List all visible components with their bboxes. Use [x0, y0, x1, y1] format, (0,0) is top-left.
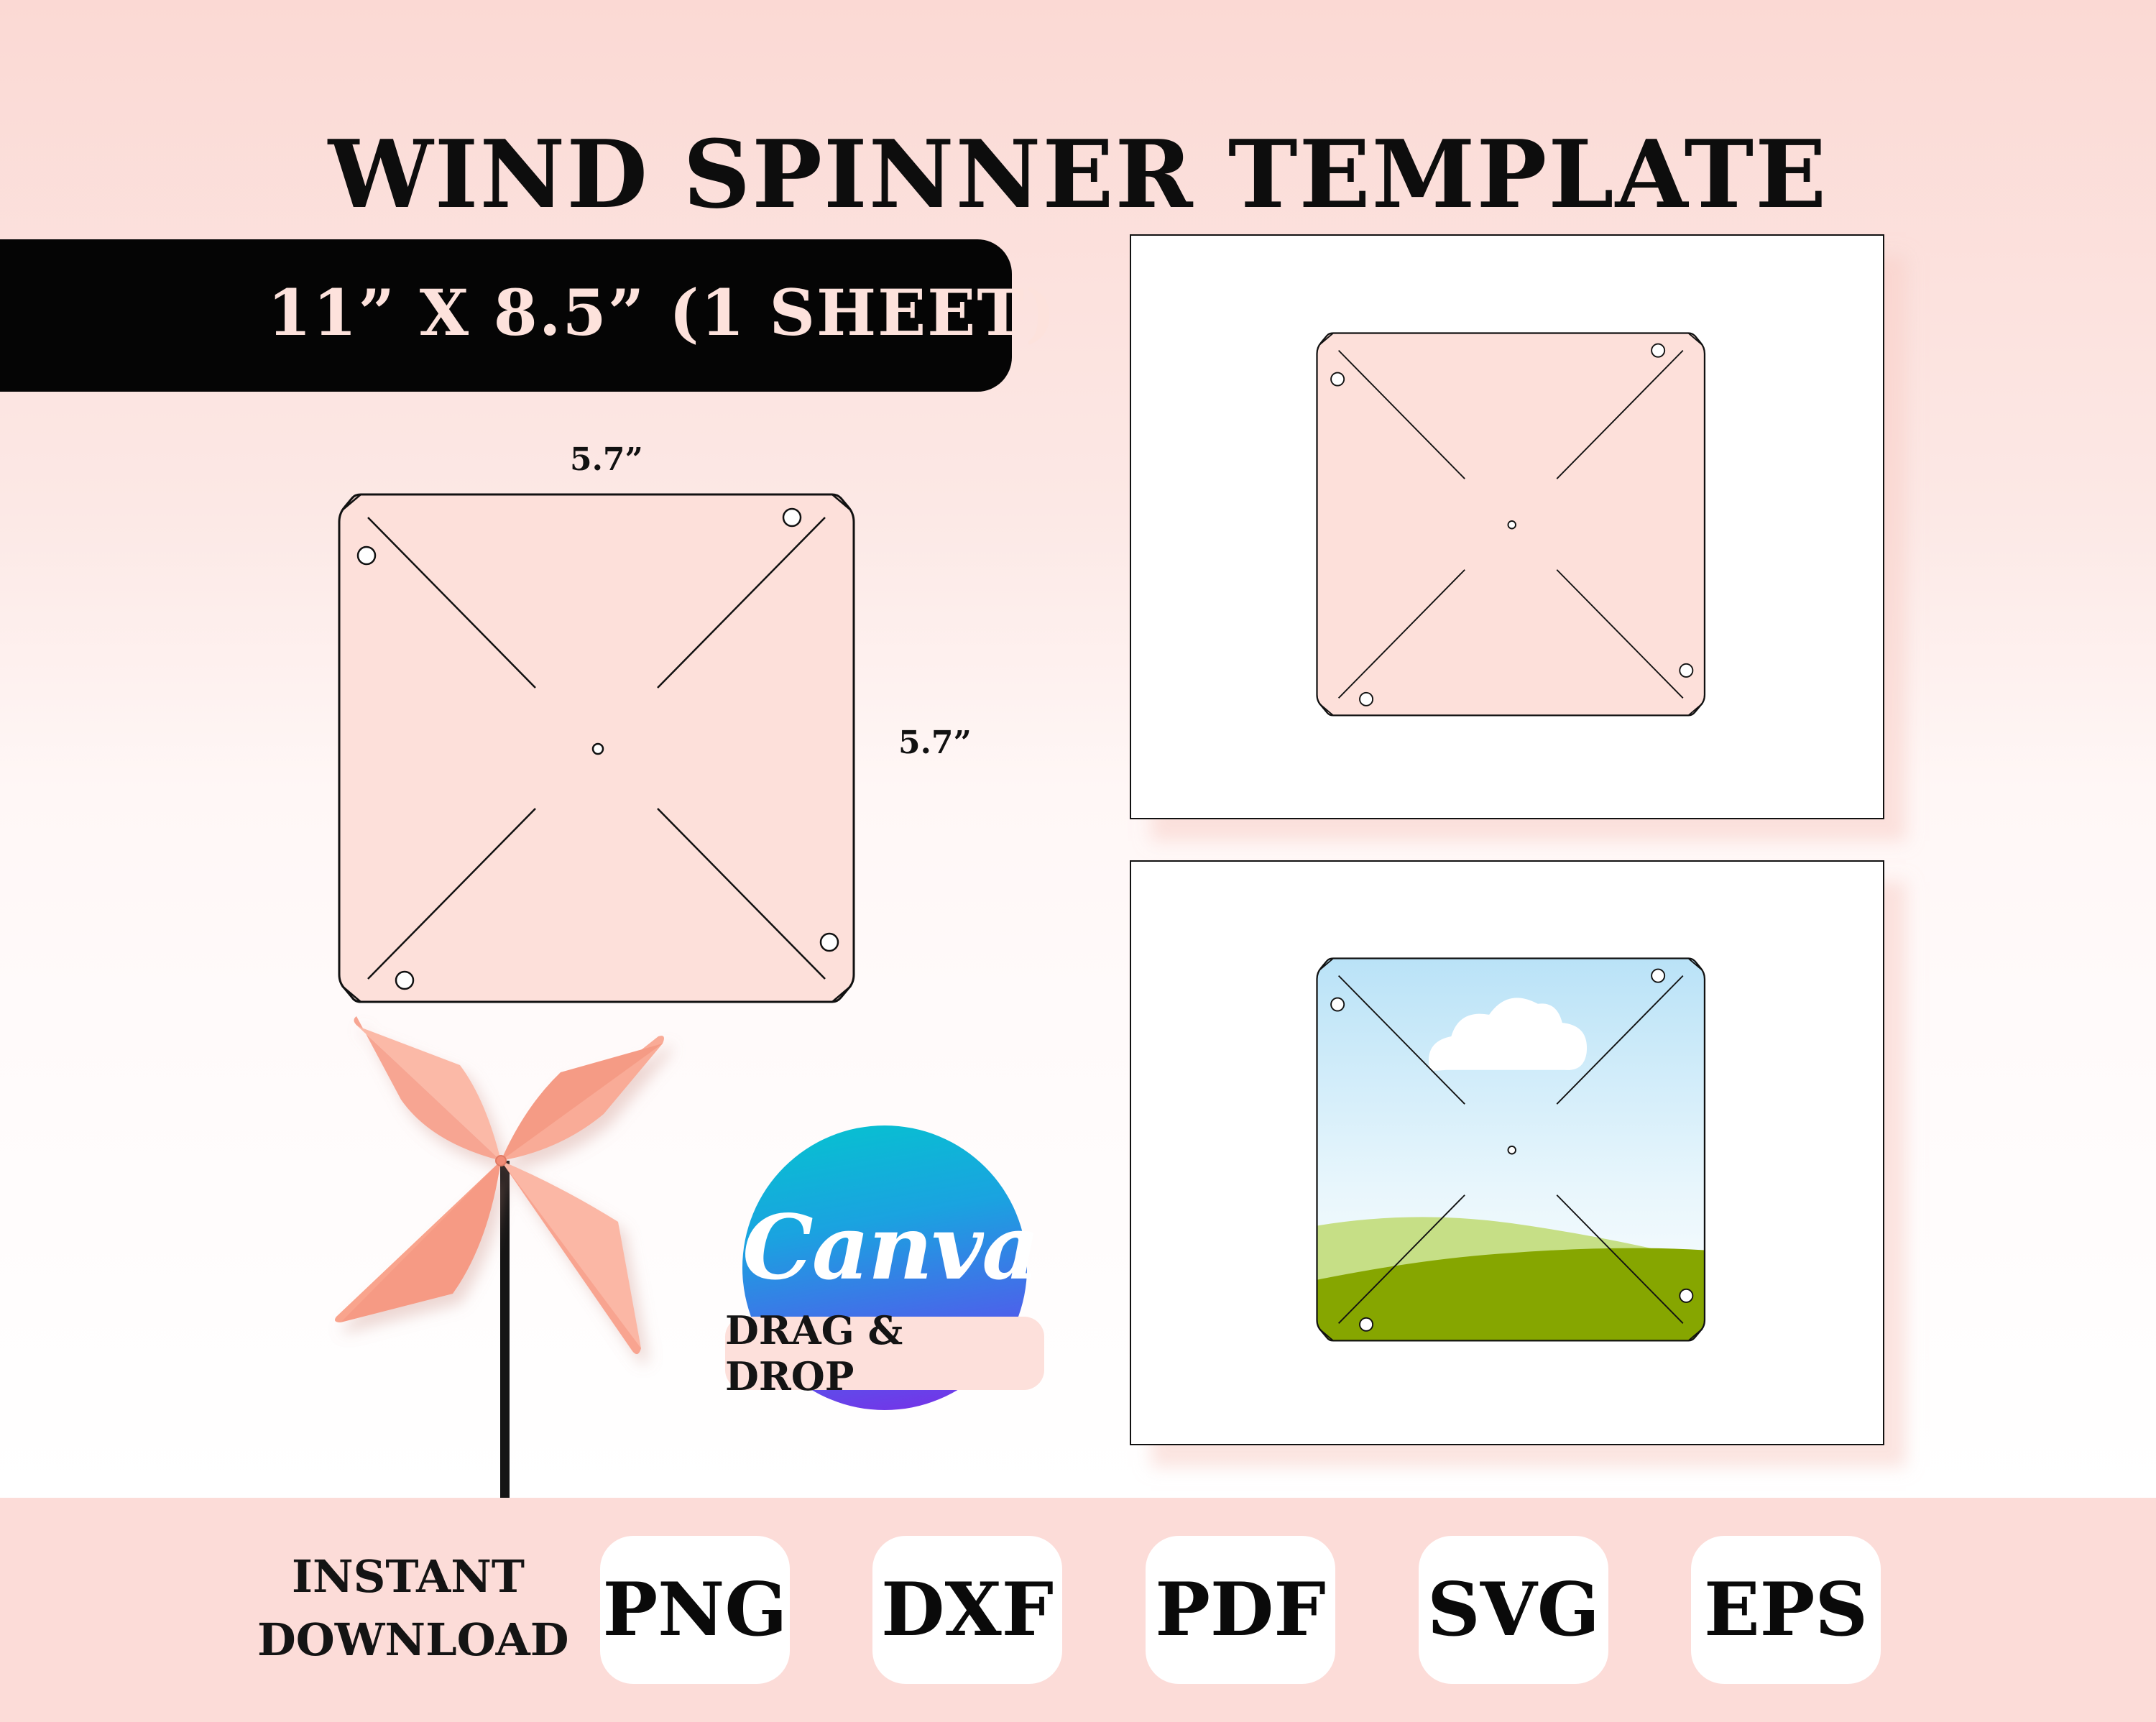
hill-dark [1317, 1248, 1705, 1341]
format-badge-svg: SVG [1419, 1536, 1608, 1684]
page-title: WIND SPINNER TEMPLATE [328, 119, 1828, 230]
designed-template-preview [1130, 860, 1884, 1445]
size-banner-label: 11” X 8.5” (1 SHEET) [267, 275, 1057, 350]
format-badge-png: PNG [600, 1536, 790, 1684]
format-badge-dxf: DXF [872, 1536, 1062, 1684]
instant-download-line-2: DOWNLOAD [257, 1613, 569, 1666]
template-fold-lines [341, 494, 852, 1003]
pinwheel-stick [500, 1161, 510, 1509]
pinwheel-center-pin [495, 1155, 507, 1166]
pinwheel-illustration [335, 1016, 664, 1509]
canva-logo-text: Canva [742, 1196, 1040, 1300]
drag-and-drop-badge: DRAG & DROP [725, 1307, 1044, 1399]
format-badge-eps: EPS [1691, 1536, 1881, 1684]
pinwheel-blades [335, 1016, 664, 1355]
size-banner: 11” X 8.5” (1 SHEET) [0, 239, 1055, 392]
width-dimension-label: 5.7” [570, 441, 643, 478]
plain-template-sheet [1316, 332, 1706, 717]
plain-template-preview [1130, 234, 1884, 819]
height-dimension-label: 5.7” [898, 724, 972, 761]
instant-download-line-1: INSTANT [291, 1550, 525, 1603]
landscape-template-sheet [1316, 957, 1706, 1342]
format-badge-pdf: PDF [1146, 1536, 1335, 1684]
template-pin-holes [356, 507, 839, 990]
cloud-shape [1428, 998, 1588, 1071]
instant-download-label: INSTANT DOWNLOAD [257, 1545, 569, 1672]
wind-spinner-template-diagram [338, 493, 855, 1003]
